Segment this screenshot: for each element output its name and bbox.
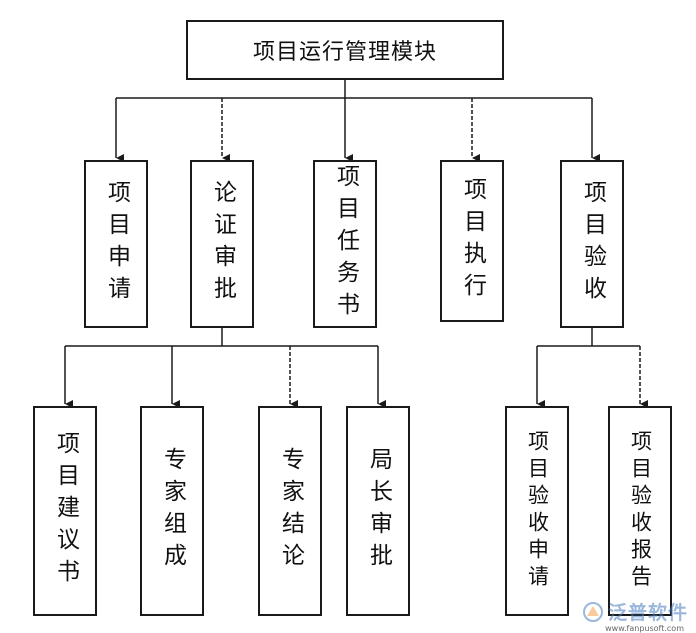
node-label: 项目执行	[459, 177, 486, 305]
root-module-box: 项目运行管理模块	[186, 20, 504, 80]
node-task-document: 项目任务书	[313, 160, 377, 328]
node-label: 论证审批	[209, 180, 236, 308]
node-label: 专家结论	[277, 447, 304, 575]
watermark-url: www.fanpusoft.com	[605, 624, 684, 633]
node-director-approval: 局长审批	[346, 406, 410, 616]
watermark-brand: 泛普软件	[607, 602, 688, 624]
node-expert-panel: 专家组成	[140, 406, 204, 616]
node-label: 项目任务书	[332, 164, 359, 324]
node-acceptance-application: 项目验收申请	[505, 406, 569, 616]
node-label: 局长审批	[365, 447, 392, 575]
node-label: 项目验收报告	[628, 430, 653, 592]
brand-logo-icon	[582, 601, 603, 622]
node-label: 专家组成	[159, 447, 186, 575]
node-label: 项目验收申请	[525, 430, 550, 592]
node-label: 项目验收	[579, 180, 606, 308]
watermark: 泛普软件	[582, 598, 688, 625]
node-label: 项目建议书	[52, 431, 79, 591]
node-acceptance-report: 项目验收报告	[608, 406, 672, 616]
node-project-acceptance: 项目验收	[560, 160, 624, 328]
node-project-proposal: 项目建议书	[33, 406, 97, 616]
node-review-approval: 论证审批	[190, 160, 254, 328]
node-project-execution: 项目执行	[440, 160, 504, 322]
node-project-application: 项目申请	[84, 160, 148, 328]
root-module-label: 项目运行管理模块	[252, 40, 437, 65]
node-label: 项目申请	[103, 180, 130, 308]
node-expert-conclusion: 专家结论	[258, 406, 322, 616]
